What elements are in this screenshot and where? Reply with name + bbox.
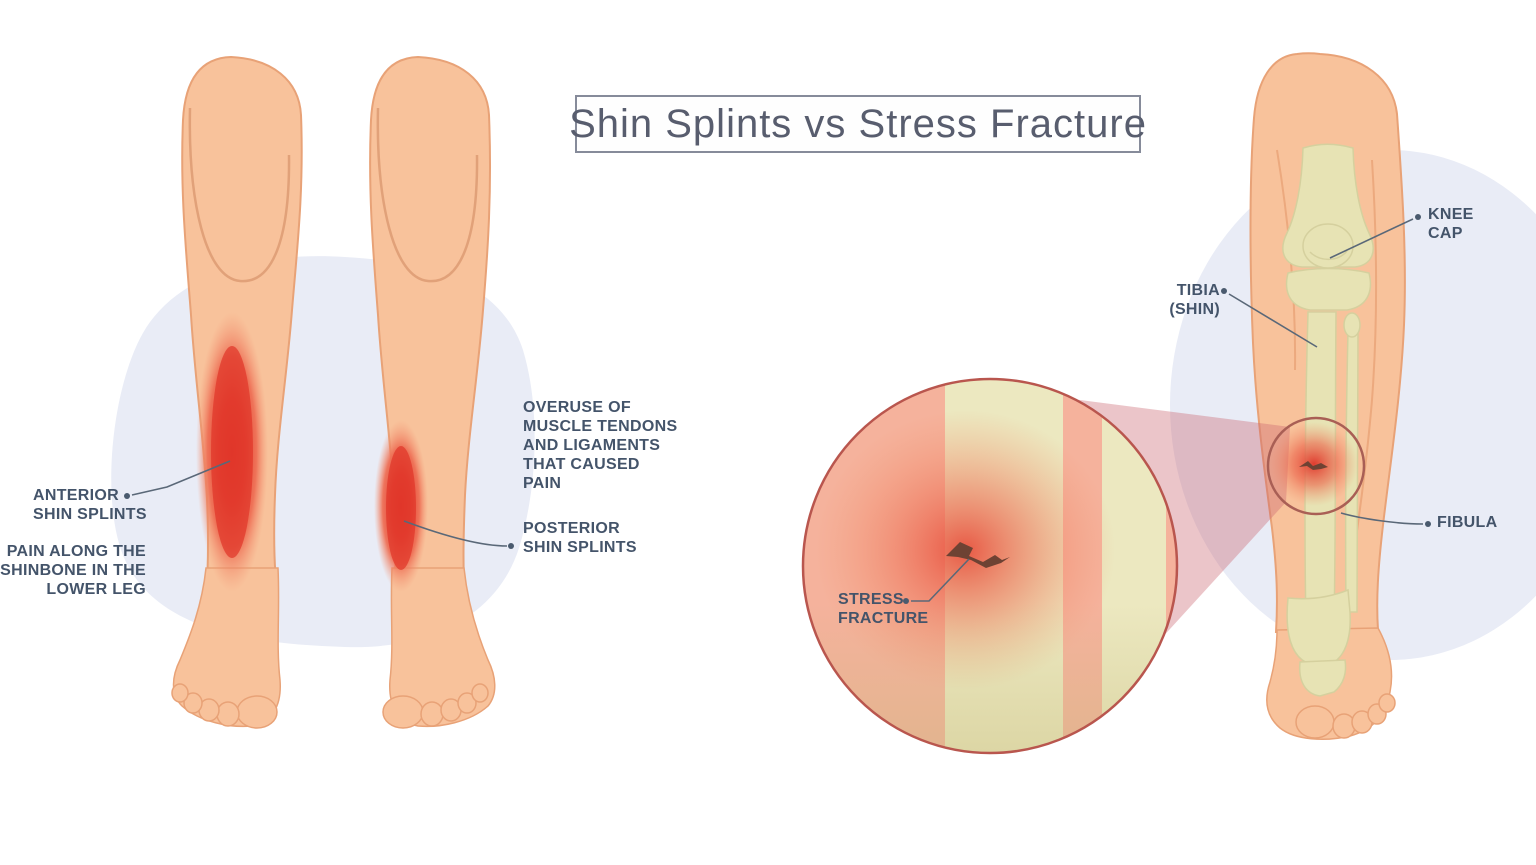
posterior-leader-line — [403, 520, 508, 547]
posterior-shin-splint-highlight — [374, 420, 428, 592]
stress-fracture-leader-line — [911, 558, 970, 602]
tibia-leader-dot — [1221, 288, 1227, 294]
pain-description-label: PAIN ALONG THE SHINBONE IN THE LOWER LEG — [0, 543, 146, 598]
left-foot-posterior — [382, 567, 496, 729]
leader-lines — [124, 214, 1431, 604]
fibula-leader-line — [1340, 512, 1424, 525]
knee-cap-bone — [1302, 223, 1354, 269]
anterior-shin-splints-label: ANTERIOR SHIN SPLINTS — [33, 487, 147, 523]
tibia-plateau-bone — [1285, 267, 1372, 311]
fibula-leader-dot — [1425, 521, 1431, 527]
left-foot-anterior — [171, 567, 281, 729]
shin-splints-scene — [111, 55, 535, 729]
posterior-leader-dot — [508, 543, 514, 549]
knee-cap-label: KNEE CAP — [1428, 206, 1474, 242]
anterior-leader-line — [131, 460, 231, 496]
fracture-site-circle — [1266, 416, 1366, 516]
posterior-shin-splints-label: POSTERIOR SHIN SPLINTS — [523, 520, 637, 556]
tibia-leader-line — [1228, 293, 1318, 348]
magnifier-circle — [801, 377, 1179, 755]
title-box: Shin Splints vs Stress Fracture — [569, 95, 1146, 153]
knee-cap-leader-line — [1329, 218, 1414, 259]
ankle-bones — [1286, 588, 1351, 667]
knee-cap-leader-dot — [1415, 214, 1421, 220]
stress-fracture-label: STRESS FRACTURE — [838, 591, 929, 627]
stress-fracture-leader-dot — [903, 598, 909, 604]
anterior-leader-dot — [124, 493, 130, 499]
tibia-shin-label: TIBIA (SHIN) — [1169, 282, 1220, 318]
stress-fracture-scene — [801, 52, 1536, 755]
anterior-shin-splint-highlight — [196, 312, 268, 592]
stress-fracture-crack — [946, 542, 1010, 568]
fibula-label: FIBULA — [1437, 514, 1498, 531]
overuse-description-label: OVERUSE OF MUSCLE TENDONS AND LIGAMENTS … — [523, 399, 678, 492]
small-crack — [1299, 461, 1328, 470]
diagram-title: Shin Splints vs Stress Fracture — [569, 101, 1147, 146]
